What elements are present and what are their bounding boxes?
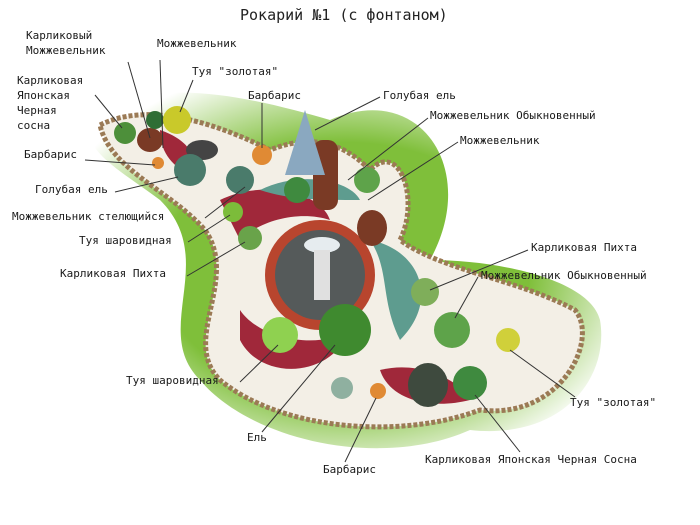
boulder xyxy=(408,363,448,407)
fountain-bowl xyxy=(304,237,340,253)
label-blue-spruce-right: Голубая ель xyxy=(383,89,456,102)
label-dwarf-fir-left: Карликовая Пихта xyxy=(60,267,166,280)
label-thuja-globe-bottom: Туя шаровидная xyxy=(126,374,219,387)
boulder xyxy=(137,128,163,152)
label-dwarf-fir-right: Карликовая Пихта xyxy=(531,241,637,254)
label-barberry-left: Барбарис xyxy=(24,148,77,161)
label-thuja-gold-bottom: Туя "золотая" xyxy=(570,396,657,409)
label-creeping-juniper: Можжевельник стелющийся xyxy=(12,210,165,223)
boulder xyxy=(357,210,387,246)
label-juniper-top: Можжевельник xyxy=(157,37,237,50)
label-spruce: Ель xyxy=(247,431,267,444)
plants xyxy=(114,106,520,400)
leader-lines xyxy=(84,59,576,463)
label-barberry-bottom: Барбарис xyxy=(323,463,376,476)
label-common-juniper-right: Можжевельник Обыкновенный xyxy=(481,269,647,282)
label-japanese-black-pine-bottom: Карликовая Японская Черная Сосна xyxy=(425,453,637,466)
label-thuja-globe-left: Туя шаровидная xyxy=(79,234,172,247)
label-thuja-gold-top: Туя "золотая" xyxy=(192,65,279,78)
diagram-title: Рокарий №1 (с фонтаном) xyxy=(240,6,448,24)
teal-chips-zone xyxy=(370,240,422,340)
label-blue-spruce-left: Голубая ель xyxy=(35,183,108,196)
label-common-juniper-top: Можжевельник Обыкновенный xyxy=(430,109,596,122)
label-juniper-right: Можжевельник xyxy=(460,134,540,147)
label-barberry-top: Барбарис xyxy=(248,89,301,102)
fountain-column xyxy=(314,250,330,300)
